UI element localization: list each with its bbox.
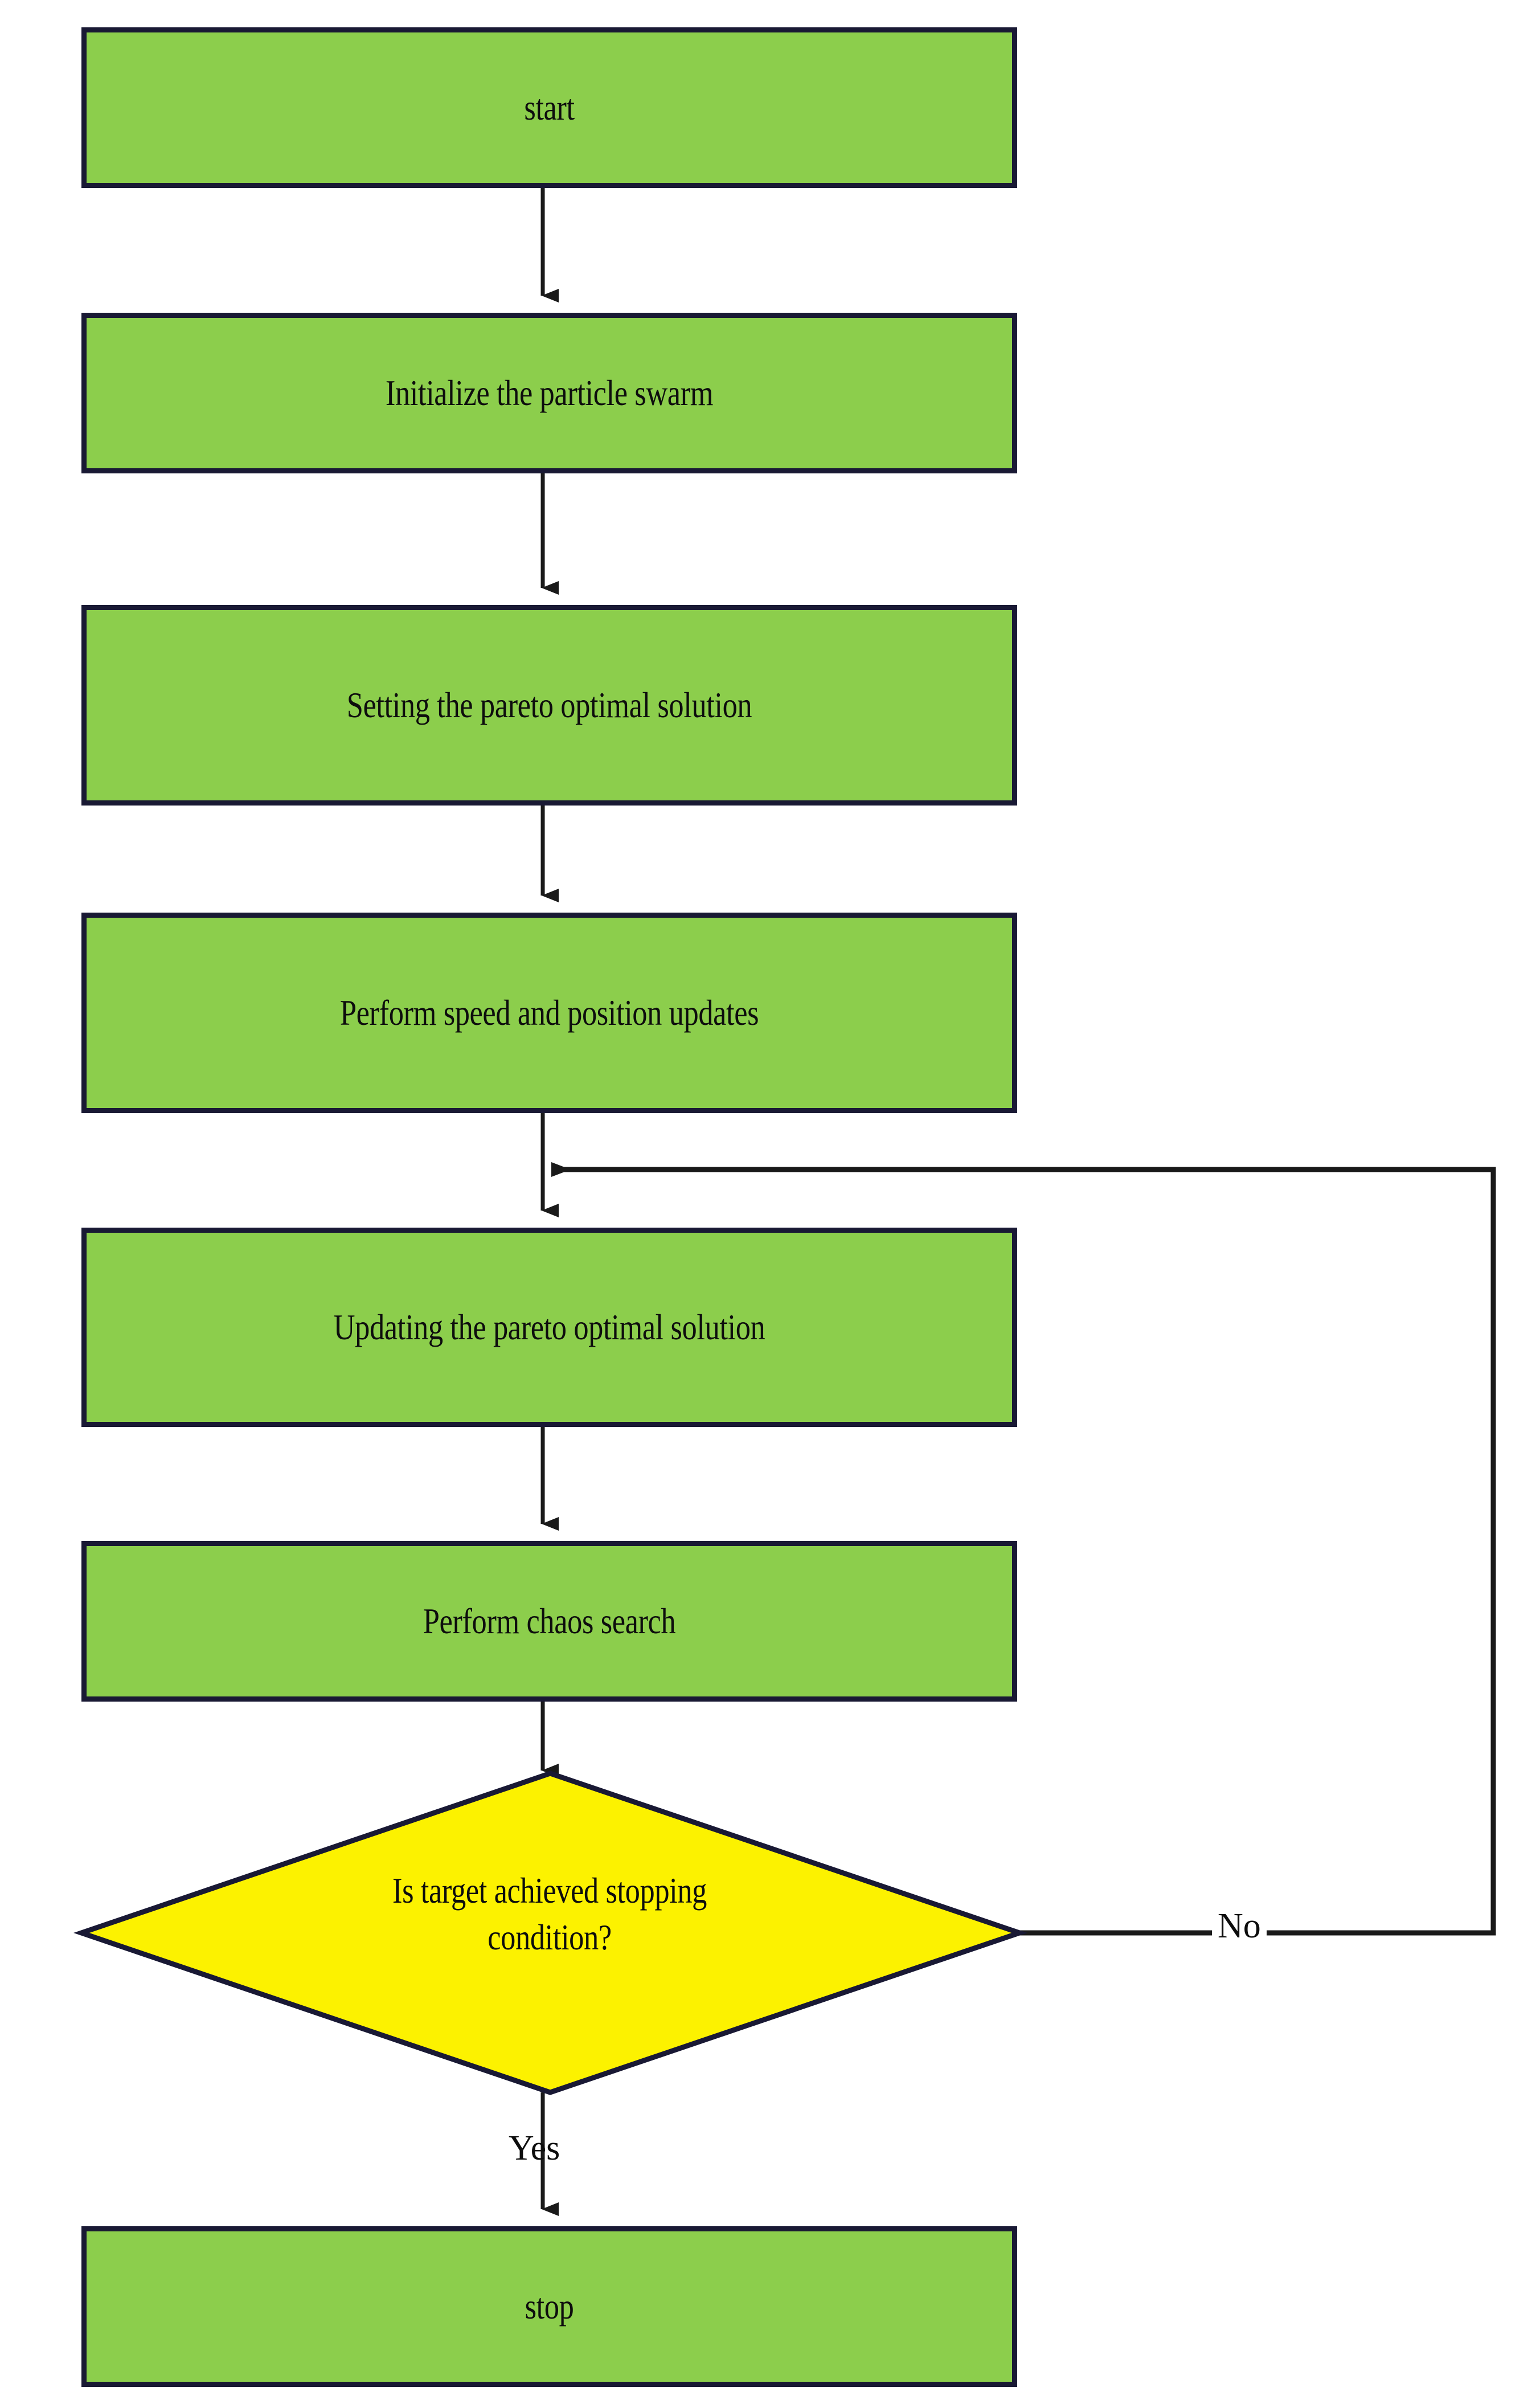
node-update-pareto-shape — [81, 1228, 1017, 1427]
edge-label-yes: Yes — [509, 2129, 560, 2168]
node-stop-shape — [81, 2226, 1017, 2387]
node-chaos-search-shape — [81, 1541, 1017, 1702]
node-speed-position-shape — [81, 913, 1017, 1113]
node-set-pareto-shape — [81, 605, 1017, 806]
node-start-shape — [81, 27, 1017, 188]
node-init-swarm-shape — [81, 313, 1017, 473]
node-stop-condition-shape — [73, 1771, 1027, 2095]
edge-label-no: No — [1212, 1908, 1267, 1944]
